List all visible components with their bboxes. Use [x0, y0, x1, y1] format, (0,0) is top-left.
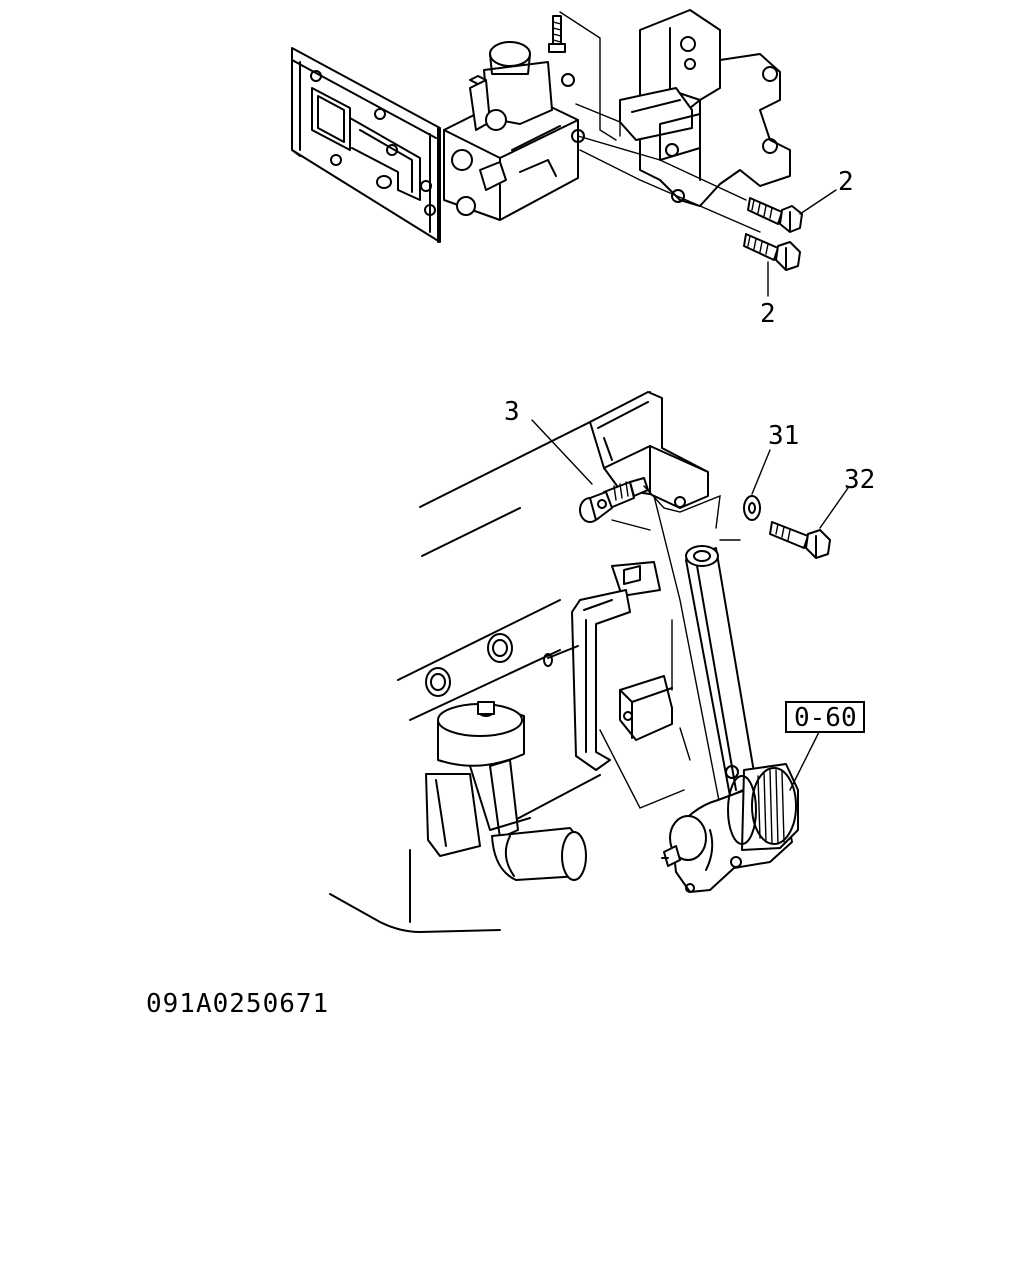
washer-31 — [743, 495, 761, 521]
bolt-3 — [579, 477, 649, 523]
actuator-motor — [661, 763, 799, 893]
alignment-guide — [559, 11, 617, 141]
top-stud-bolt — [548, 15, 566, 53]
bolt-2-upper — [747, 197, 803, 233]
callout-bolt-upper: 2 — [838, 167, 854, 197]
callout-washer-31: 31 — [768, 421, 799, 451]
reference-box — [785, 701, 865, 733]
mounting-bracket — [589, 391, 709, 509]
upper-assembly: 2 2 — [291, 9, 854, 329]
thermostat-housing — [443, 41, 585, 221]
throttle-lever — [543, 495, 721, 809]
callout-bolt-32: 32 — [844, 465, 875, 495]
callout-bolt-lower: 2 — [760, 299, 776, 329]
drawing-code: 091A0250671 — [146, 989, 329, 1019]
lower-assembly: 3 31 32 — [329, 391, 875, 933]
callout-bolt-3: 3 — [504, 397, 520, 427]
bolt-32 — [769, 521, 831, 559]
bolt-2-lower — [743, 233, 801, 271]
reference-label: 0-60 — [794, 703, 857, 733]
engine-block-plate — [291, 47, 441, 243]
filter-assembly — [425, 701, 587, 881]
link-rod — [685, 545, 757, 797]
engine-bracket — [619, 9, 791, 207]
